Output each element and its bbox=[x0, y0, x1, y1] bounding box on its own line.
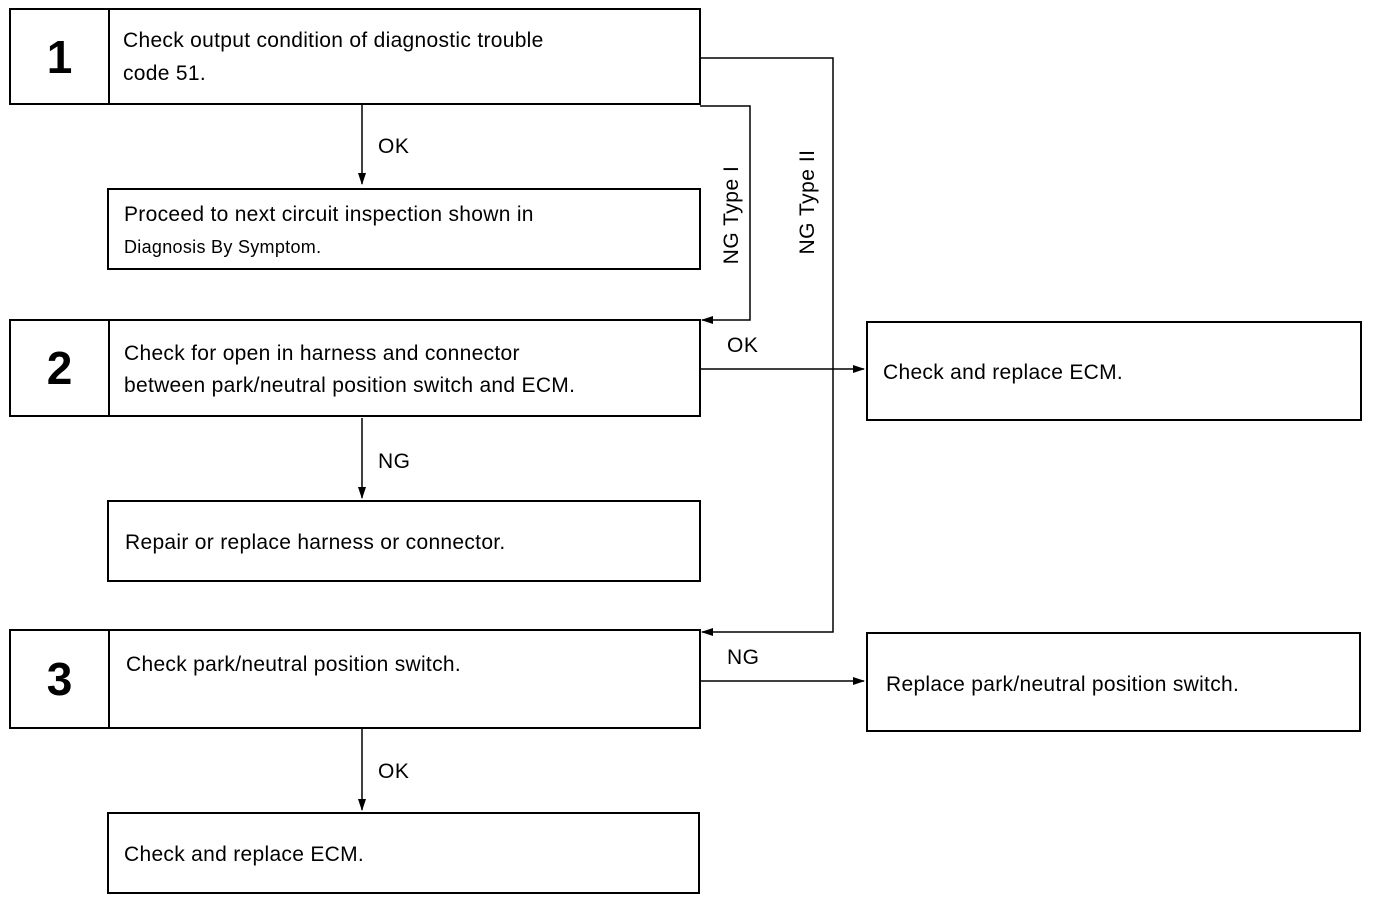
replace-ecm-bottom-box: Check and replace ECM. bbox=[107, 812, 700, 894]
arrow-ng-type-1 bbox=[700, 105, 751, 324]
label-ok-step3: OK bbox=[378, 760, 410, 783]
step-1-text-line1: Check output condition of diagnostic tro… bbox=[123, 29, 544, 52]
proceed-next-circuit-box: Proceed to next circuit inspection shown… bbox=[107, 188, 701, 270]
step-3-text-line1: Check park/neutral position switch. bbox=[126, 653, 461, 676]
replace-ecm-right-box: Check and replace ECM. bbox=[866, 321, 1362, 421]
label-ok-step2: OK bbox=[727, 334, 759, 357]
proceed-text-line1: Proceed to next circuit inspection shown… bbox=[124, 203, 534, 226]
label-ng-type-2: NG Type II bbox=[796, 149, 819, 255]
arrow-ng-type-2 bbox=[700, 57, 834, 636]
replace-ecm-bottom-text: Check and replace ECM. bbox=[124, 843, 365, 866]
step-2-text-line2: between park/neutral position switch and… bbox=[124, 374, 576, 397]
repair-harness-text: Repair or replace harness or connector. bbox=[125, 531, 506, 554]
step-2-number: 2 bbox=[11, 321, 110, 415]
label-ng-type-1: NG Type I bbox=[720, 165, 743, 265]
step-3-number: 3 bbox=[11, 631, 110, 727]
step-2-text-line1: Check for open in harness and connector bbox=[124, 342, 520, 365]
step-2-box: 2 Check for open in harness and connecto… bbox=[9, 319, 701, 417]
step-1-number: 1 bbox=[11, 10, 110, 103]
proceed-text-line2: Diagnosis By Symptom. bbox=[124, 237, 322, 257]
repair-harness-box: Repair or replace harness or connector. bbox=[107, 500, 701, 582]
step-3-box: 3 Check park/neutral position switch. bbox=[9, 629, 701, 729]
step-1-text-line2: code 51. bbox=[123, 62, 206, 85]
replace-switch-box: Replace park/neutral position switch. bbox=[866, 632, 1361, 732]
label-ng-step3: NG bbox=[727, 646, 760, 669]
replace-ecm-right-text: Check and replace ECM. bbox=[883, 361, 1124, 384]
step-1-box: 1 Check output condition of diagnostic t… bbox=[9, 8, 701, 105]
replace-switch-text: Replace park/neutral position switch. bbox=[886, 673, 1240, 696]
label-ok-step1: OK bbox=[378, 135, 410, 158]
label-ng-step2: NG bbox=[378, 450, 411, 473]
